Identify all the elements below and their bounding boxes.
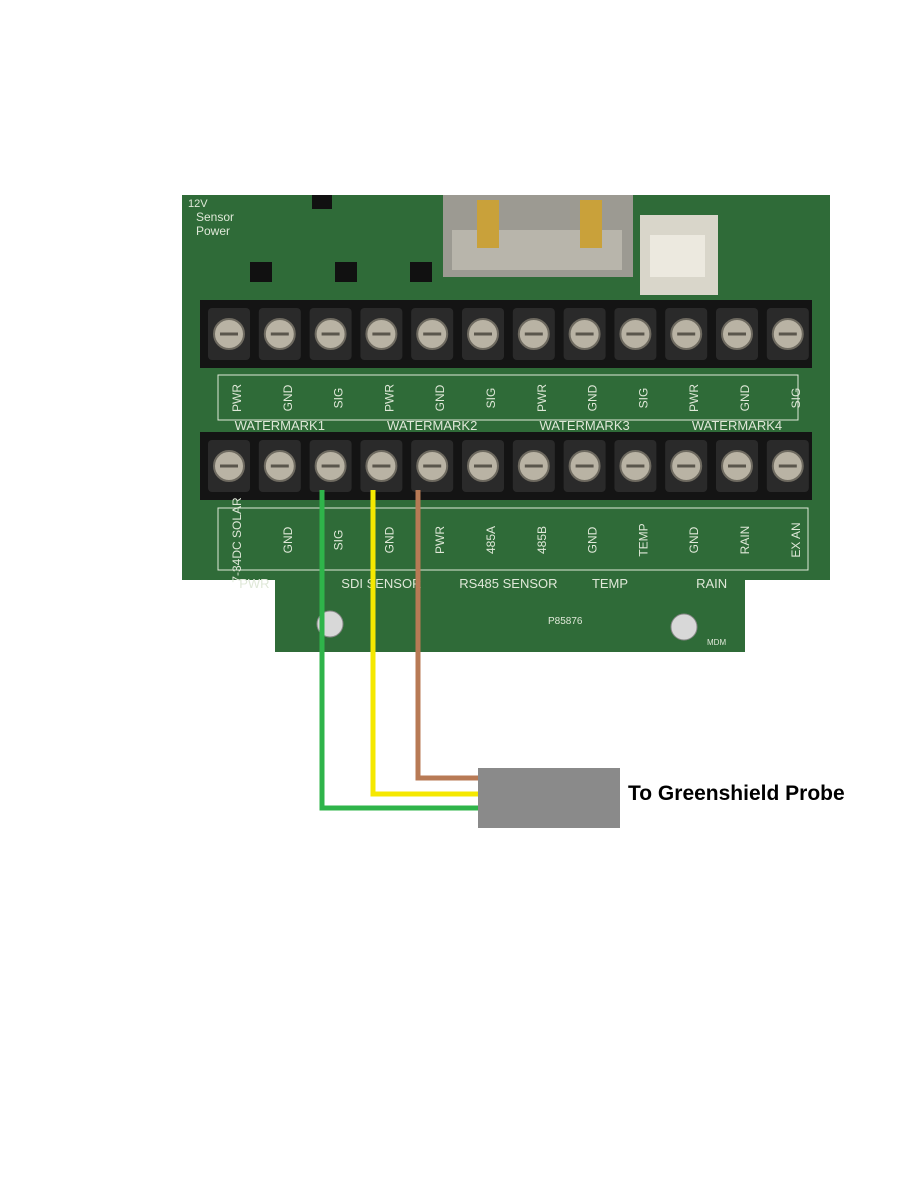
probe-label: To Greenshield Probe <box>628 782 845 805</box>
bottom-group-5: RAIN <box>696 576 727 591</box>
top-group-1: WATERMARK1 <box>235 418 325 433</box>
antenna-connector-2 <box>580 200 602 248</box>
part-id: P85876 <box>548 616 583 627</box>
bottom-group-1: PWR <box>239 576 269 591</box>
bottom-label-9: TEMP <box>636 523 650 556</box>
antenna-connector-1 <box>477 200 499 248</box>
bottom-group-4: TEMP <box>592 576 628 591</box>
silk-12v: 12V <box>188 198 208 210</box>
bottom-label-1: 7-34DC SOLAR <box>230 497 244 583</box>
bottom-terminal-block <box>200 432 812 500</box>
top-label-9: SIG <box>636 388 650 409</box>
bottom-label-5: PWR <box>433 526 447 554</box>
bottom-label-12: EX AN <box>789 522 803 557</box>
top-label-11: GND <box>738 384 752 411</box>
bottom-label-8: GND <box>586 526 600 553</box>
ic-4 <box>312 195 332 209</box>
probe-box <box>478 768 620 828</box>
top-group-3: WATERMARK3 <box>539 418 629 433</box>
bottom-label-10: GND <box>687 526 701 553</box>
top-label-3: SIG <box>332 388 346 409</box>
wire-green <box>319 490 478 811</box>
top-label-7: PWR <box>535 384 549 412</box>
top-group-4: WATERMARK4 <box>692 418 782 433</box>
mount-hole-right <box>670 613 698 641</box>
ic-3 <box>410 262 432 282</box>
top-label-12: SIG <box>789 388 803 409</box>
bottom-label-4: GND <box>382 526 396 553</box>
ic-2 <box>335 262 357 282</box>
bottom-label-2: GND <box>281 526 295 553</box>
top-label-8: GND <box>586 384 600 411</box>
gps-chip <box>650 235 705 277</box>
top-terminal-block <box>200 300 812 368</box>
bottom-label-box <box>217 507 809 571</box>
ic-1 <box>250 262 272 282</box>
wire-yellow <box>370 490 478 797</box>
top-label-2: GND <box>281 384 295 411</box>
bottom-label-11: RAIN <box>738 526 752 555</box>
bottom-label-7: 485B <box>535 526 549 554</box>
silk-sensor: Sensor <box>196 210 234 224</box>
top-label-6: SIG <box>484 388 498 409</box>
wire-brown <box>415 490 478 781</box>
silk-power: Power <box>196 224 230 238</box>
top-label-4: PWR <box>382 384 396 412</box>
bottom-label-6: 485A <box>484 526 498 554</box>
top-label-box <box>217 374 799 421</box>
top-label-10: PWR <box>687 384 701 412</box>
top-group-2: WATERMARK2 <box>387 418 477 433</box>
bottom-group-2: SDI SENSOR <box>341 576 421 591</box>
bottom-label-3: SIG <box>332 530 346 551</box>
top-label-1: PWR <box>230 384 244 412</box>
bottom-group-3: RS485 SENSOR <box>459 576 557 591</box>
maker-mark: MDM <box>707 638 726 647</box>
top-label-5: GND <box>433 384 447 411</box>
